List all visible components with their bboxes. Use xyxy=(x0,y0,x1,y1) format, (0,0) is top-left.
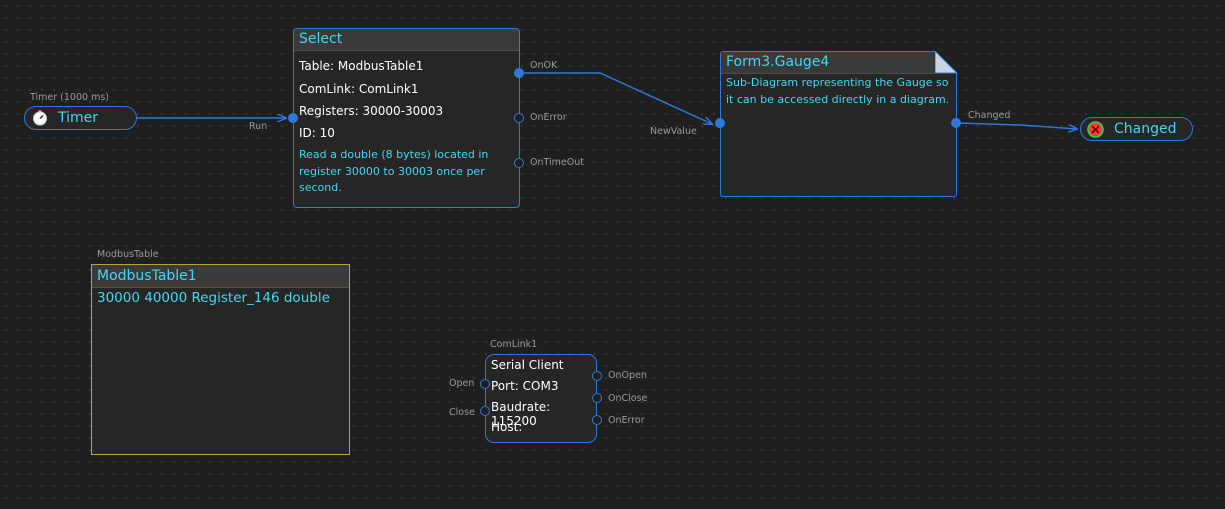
comlink-port-close[interactable] xyxy=(480,406,490,416)
select-id: ID: 10 xyxy=(299,126,335,140)
comlink-type: Serial Client xyxy=(491,358,564,372)
comlink-port-onclose[interactable] xyxy=(592,393,602,403)
gauge-node[interactable]: Form3.Gauge4 Sub-Diagram representing th… xyxy=(720,51,957,197)
gauge-output-changed-label: Changed xyxy=(968,110,1011,121)
comlink-input-open-label: Open xyxy=(449,378,475,389)
select-port-onerror[interactable] xyxy=(514,113,524,123)
select-port-onok[interactable] xyxy=(514,68,524,78)
comlink-output-onclose-label: OnClose xyxy=(608,393,648,404)
select-comlink: ComLink: ComLink1 xyxy=(299,82,419,96)
gauge-port-changed[interactable] xyxy=(951,118,961,128)
select-table: Table: ModbusTable1 xyxy=(299,59,424,73)
gauge-title: Form3.Gauge4 xyxy=(721,52,956,74)
modbus-table-title: ModbusTable1 xyxy=(92,265,349,288)
comlink-port-onopen[interactable] xyxy=(592,371,602,381)
stop-circle-icon xyxy=(1087,121,1104,138)
modbus-table-caption: ModbusTable xyxy=(97,249,159,260)
comlink-port: Port: COM3 xyxy=(491,379,559,393)
timer-label: Timer xyxy=(58,110,99,126)
select-registers: Registers: 30000-30003 xyxy=(299,104,444,118)
comlink-node[interactable]: Serial Client Port: COM3 Baudrate: 11520… xyxy=(485,354,597,443)
comlink-port-onerror[interactable] xyxy=(592,415,602,425)
select-node[interactable]: Select Table: ModbusTable1 ComLink: ComL… xyxy=(293,28,520,208)
gauge-input-newvalue-label: NewValue xyxy=(650,126,697,137)
comlink-baudrate: Baudrate: 115200 xyxy=(491,400,551,428)
select-title: Select xyxy=(294,29,519,51)
select-input-run-label: Run xyxy=(249,121,268,132)
comlink-output-onerror-label: OnError xyxy=(608,415,645,426)
comlink-host: Host: xyxy=(491,420,523,434)
select-description: Read a double (8 bytes) located in regis… xyxy=(299,148,489,194)
wire-gauge-to-changed[interactable] xyxy=(956,122,1077,129)
page-fold-icon xyxy=(935,51,957,73)
gauge-description: Sub-Diagram representing the Gauge so it… xyxy=(726,76,950,106)
select-port-run[interactable] xyxy=(288,113,298,123)
comlink-output-onopen-label: OnOpen xyxy=(608,370,647,381)
select-output-onerror-label: OnError xyxy=(530,112,567,123)
select-output-onok-label: OnOK xyxy=(530,60,558,71)
wire-select-to-gauge[interactable] xyxy=(520,72,712,124)
stopwatch-icon xyxy=(33,110,47,126)
modbus-table-row[interactable]: 30000 40000 Register_146 double xyxy=(97,290,330,306)
changed-event-label: Changed xyxy=(1114,121,1177,137)
comlink-port-open[interactable] xyxy=(480,379,490,389)
timer-node[interactable]: Timer xyxy=(24,106,137,130)
gauge-port-newvalue[interactable] xyxy=(715,118,725,128)
comlink-caption: ComLink1 xyxy=(490,339,538,350)
comlink-input-close-label: Close xyxy=(449,407,475,418)
select-port-ontimeout[interactable] xyxy=(514,158,524,168)
select-output-ontimeout-label: OnTimeOut xyxy=(530,157,584,168)
changed-event-node[interactable]: Changed xyxy=(1080,117,1193,141)
modbus-table-node[interactable]: ModbusTable1 30000 40000 Register_146 do… xyxy=(91,264,350,455)
timer-caption: Timer (1000 ms) xyxy=(30,92,109,103)
